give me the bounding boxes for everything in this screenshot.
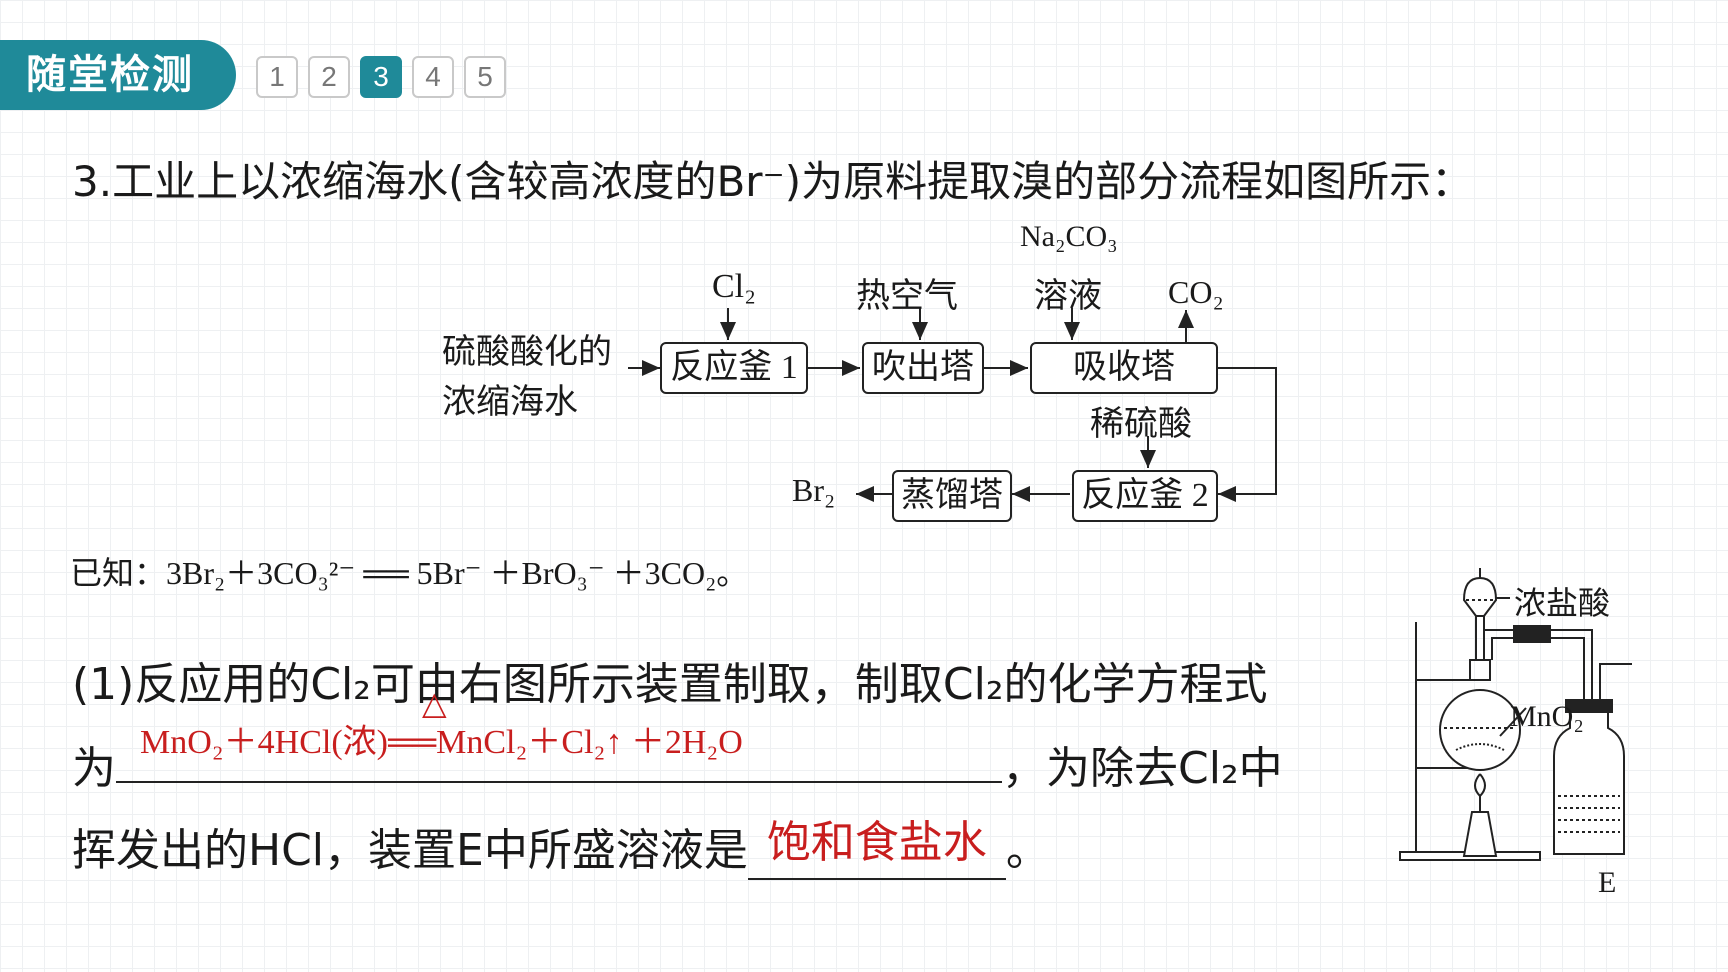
page-tab-4[interactable]: 4 (412, 56, 454, 98)
page-tab-3[interactable]: 3 (360, 56, 402, 98)
part1-line3-prefix: 挥发出的HCl，装置E中所盛溶液是 (72, 825, 748, 876)
part1-line2-prefix: 为 (72, 743, 116, 794)
part1-line3-suffix: 。 (1005, 825, 1050, 876)
flow-box-distiller: 蒸馏塔 (892, 470, 1012, 522)
flow-box-blower: 吹出塔 (862, 342, 984, 394)
heat-symbol: △ (422, 685, 447, 721)
part1-line2: 为 ，为除去Cl₂中 (72, 732, 1283, 796)
section-title-badge: 随堂检测 (0, 40, 236, 110)
part1-line1: (1)反应用的Cl₂可由右图所示装置制取，制取Cl₂的化学方程式 (72, 659, 1268, 710)
answer2-text: 饱和食盐水 (766, 817, 987, 868)
label-bottle-e: E (1598, 866, 1617, 899)
answer2-blank: 饱和食盐水 (747, 814, 1006, 880)
flow-input-line2: 浓缩海水 (442, 384, 578, 421)
answer1-text: MnO₂＋4HCl(浓)══MnCl₂＋Cl₂↑ ＋2H₂O (140, 724, 743, 761)
flow-label-hot-air: 热空气 (856, 278, 958, 315)
flow-box-absorber: 吸收塔 (1030, 342, 1218, 394)
answer1: △ MnO₂＋4HCl(浓)══MnCl₂＋Cl₂↑ ＋2H₂O (140, 685, 743, 763)
flow-label-co2: CO₂ (1168, 274, 1224, 310)
flow-box-reactor1: 反应釜 1 (660, 342, 808, 394)
question-title: 3.工业上以浓缩海水(含较高浓度的Br⁻)为原料提取溴的部分流程如图所示： (72, 157, 1474, 206)
apparatus-drawing (1399, 568, 1632, 861)
page-tab-2[interactable]: 2 (308, 56, 350, 98)
page-tab-1[interactable]: 1 (256, 56, 298, 98)
flow-label-cl2: Cl₂ (712, 268, 756, 305)
flow-label-br2: Br₂ (792, 472, 836, 508)
flow-box-reactor2: 反应釜 2 (1072, 470, 1218, 522)
flow-label-dilute-h2so4: 稀硫酸 (1090, 406, 1192, 443)
label-mno2: MnO₂ (1510, 700, 1584, 733)
label-conc-hcl: 浓盐酸 (1514, 584, 1611, 622)
flow-label-solution: 溶液 (1034, 278, 1102, 315)
part1-line2-suffix: ，为除去Cl₂中 (1002, 743, 1283, 794)
flow-input-line1: 硫酸酸化的 (442, 334, 612, 371)
known-equation: 已知：3Br₂＋3CO₃²⁻ ══ 5Br⁻ ＋BrO₃⁻ ＋3CO₂。 (70, 548, 748, 594)
flow-label-na2co3: Na₂CO₃ (1020, 220, 1118, 253)
answer1-blank (116, 737, 1002, 783)
page-tab-5[interactable]: 5 (464, 56, 506, 98)
part1-line3: 挥发出的HCl，装置E中所盛溶液是饱和食盐水。 (72, 814, 1050, 880)
known-equation-text: 3Br₂＋3CO₃²⁻ ══ 5Br⁻ ＋BrO₃⁻ ＋3CO₂。 (166, 555, 749, 591)
known-label: 已知： (70, 554, 167, 592)
